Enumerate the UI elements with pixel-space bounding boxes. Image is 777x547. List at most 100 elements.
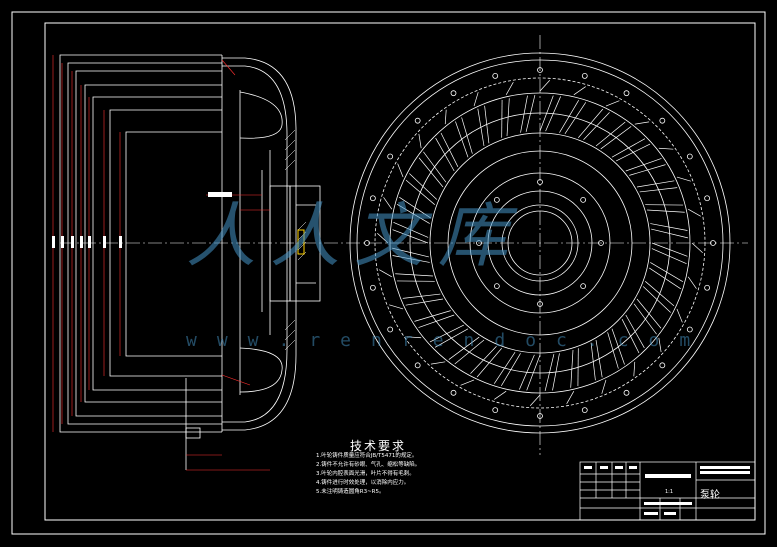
bolt-hole bbox=[580, 283, 587, 290]
rim-blade-line bbox=[601, 379, 607, 394]
title-block-fill bbox=[584, 466, 750, 515]
rim-blade-line bbox=[494, 390, 507, 400]
rim-blade-line bbox=[573, 86, 586, 96]
rim-blade-line bbox=[460, 379, 475, 386]
rim-blade-line bbox=[389, 304, 404, 310]
blade-line bbox=[418, 157, 444, 188]
blade-line bbox=[625, 158, 662, 172]
blade-line bbox=[636, 180, 675, 188]
bolt-hole bbox=[364, 240, 370, 246]
bolt-hole-array bbox=[364, 67, 716, 419]
bolt-hole bbox=[537, 179, 543, 185]
bolt-hole bbox=[581, 407, 588, 414]
bolt-hole bbox=[450, 90, 457, 97]
blade-line bbox=[409, 173, 438, 200]
blade-line bbox=[564, 102, 587, 135]
blade-line bbox=[392, 247, 429, 258]
bolt-hole bbox=[537, 413, 543, 419]
bolt-hole bbox=[369, 195, 376, 202]
blade-array bbox=[377, 80, 703, 406]
bolt-hole bbox=[710, 240, 716, 246]
blade-line bbox=[484, 105, 490, 144]
blade-line bbox=[393, 222, 429, 238]
rim-blade-line bbox=[676, 308, 683, 323]
requirement-item: 4.铸件进行时效处理，以消除内应力。 bbox=[316, 480, 410, 486]
bolt-hole bbox=[414, 117, 421, 124]
blade-line bbox=[455, 121, 469, 158]
blade-line bbox=[440, 132, 459, 167]
rim-blade-line bbox=[379, 269, 392, 278]
blade-line bbox=[493, 351, 516, 384]
bolt-hole bbox=[580, 196, 587, 203]
bolt-hole bbox=[492, 407, 499, 414]
rim-blade-line bbox=[539, 80, 551, 92]
rim-blade-line bbox=[658, 147, 674, 150]
bolt-hole bbox=[581, 72, 588, 79]
blade-line bbox=[607, 332, 619, 369]
bolt-hole bbox=[623, 389, 630, 396]
section-hatching bbox=[284, 129, 307, 351]
rim-blade-line bbox=[529, 394, 541, 406]
blade-line bbox=[650, 223, 688, 231]
blade-line bbox=[650, 262, 684, 282]
blade-line bbox=[647, 209, 685, 213]
blade-line bbox=[414, 310, 451, 322]
rim-blade-line bbox=[566, 391, 575, 404]
bolt-hole bbox=[414, 362, 421, 369]
bolt-hole bbox=[686, 326, 693, 333]
blade-line bbox=[454, 339, 485, 365]
scale-label: 1:1 bbox=[665, 489, 674, 495]
rim-blade-line bbox=[418, 133, 422, 149]
blade-line bbox=[590, 342, 596, 381]
blade-line bbox=[418, 314, 455, 328]
requirement-item: 1.叶轮铸件质量应符合JB/T5471的规定。 bbox=[316, 453, 418, 459]
bolt-hole bbox=[537, 301, 543, 307]
blade-line bbox=[520, 95, 528, 133]
dimension-tags bbox=[52, 192, 232, 248]
blade-line bbox=[525, 95, 536, 132]
rim-blade-line bbox=[397, 163, 404, 178]
blade-line bbox=[477, 108, 485, 147]
blade-line bbox=[651, 248, 687, 264]
blade-line bbox=[402, 293, 441, 299]
blade-line bbox=[645, 281, 675, 307]
rim-blade-line bbox=[676, 176, 691, 182]
part-name: 泵轮 bbox=[700, 490, 720, 501]
rim-blade-line bbox=[691, 242, 703, 254]
blade-line bbox=[476, 348, 502, 378]
hub-accent bbox=[297, 229, 305, 255]
blade-line bbox=[651, 242, 688, 257]
blade-line bbox=[642, 286, 671, 313]
rim-blade-line bbox=[406, 336, 422, 339]
bolt-hole bbox=[704, 284, 711, 291]
rim-blade-line bbox=[658, 337, 662, 353]
blade-line bbox=[636, 298, 662, 329]
blade-line bbox=[595, 121, 626, 147]
blade-line bbox=[405, 298, 444, 306]
bolt-hole bbox=[493, 283, 500, 290]
requirement-item: 2.铸件不允许有砂眼、气孔、缩松等缺陷。 bbox=[316, 462, 421, 468]
bolt-hole bbox=[387, 326, 394, 333]
blade-line bbox=[611, 138, 646, 158]
blade-line bbox=[621, 319, 640, 354]
blade-line bbox=[405, 179, 435, 205]
blade-line bbox=[600, 126, 632, 150]
blade-line bbox=[616, 143, 651, 162]
bolt-hole bbox=[537, 67, 543, 73]
requirement-item: 3.叶轮内腔表面光滑，叶片不得有毛刺。 bbox=[316, 471, 415, 477]
bolt-hole bbox=[492, 72, 499, 79]
blade-line bbox=[392, 229, 429, 244]
blade-line bbox=[559, 99, 579, 133]
blade-line bbox=[625, 314, 645, 349]
blade-line bbox=[545, 96, 561, 132]
rim-blade-line bbox=[505, 82, 514, 95]
blade-line bbox=[552, 353, 560, 391]
dimension-lines bbox=[52, 55, 270, 471]
section-view bbox=[59, 54, 321, 470]
requirement-item: 5.未注明铸造圆角R3~R5。 bbox=[316, 489, 385, 495]
blade-line bbox=[435, 137, 455, 172]
rim-blade-line bbox=[633, 361, 636, 377]
blade-line bbox=[429, 324, 464, 343]
requirements-list: 1.叶轮铸件质量应符合JB/T5471的规定。 2.铸件不允许有砂眼、气孔、缩松… bbox=[316, 452, 521, 497]
bolt-hole bbox=[476, 240, 482, 246]
